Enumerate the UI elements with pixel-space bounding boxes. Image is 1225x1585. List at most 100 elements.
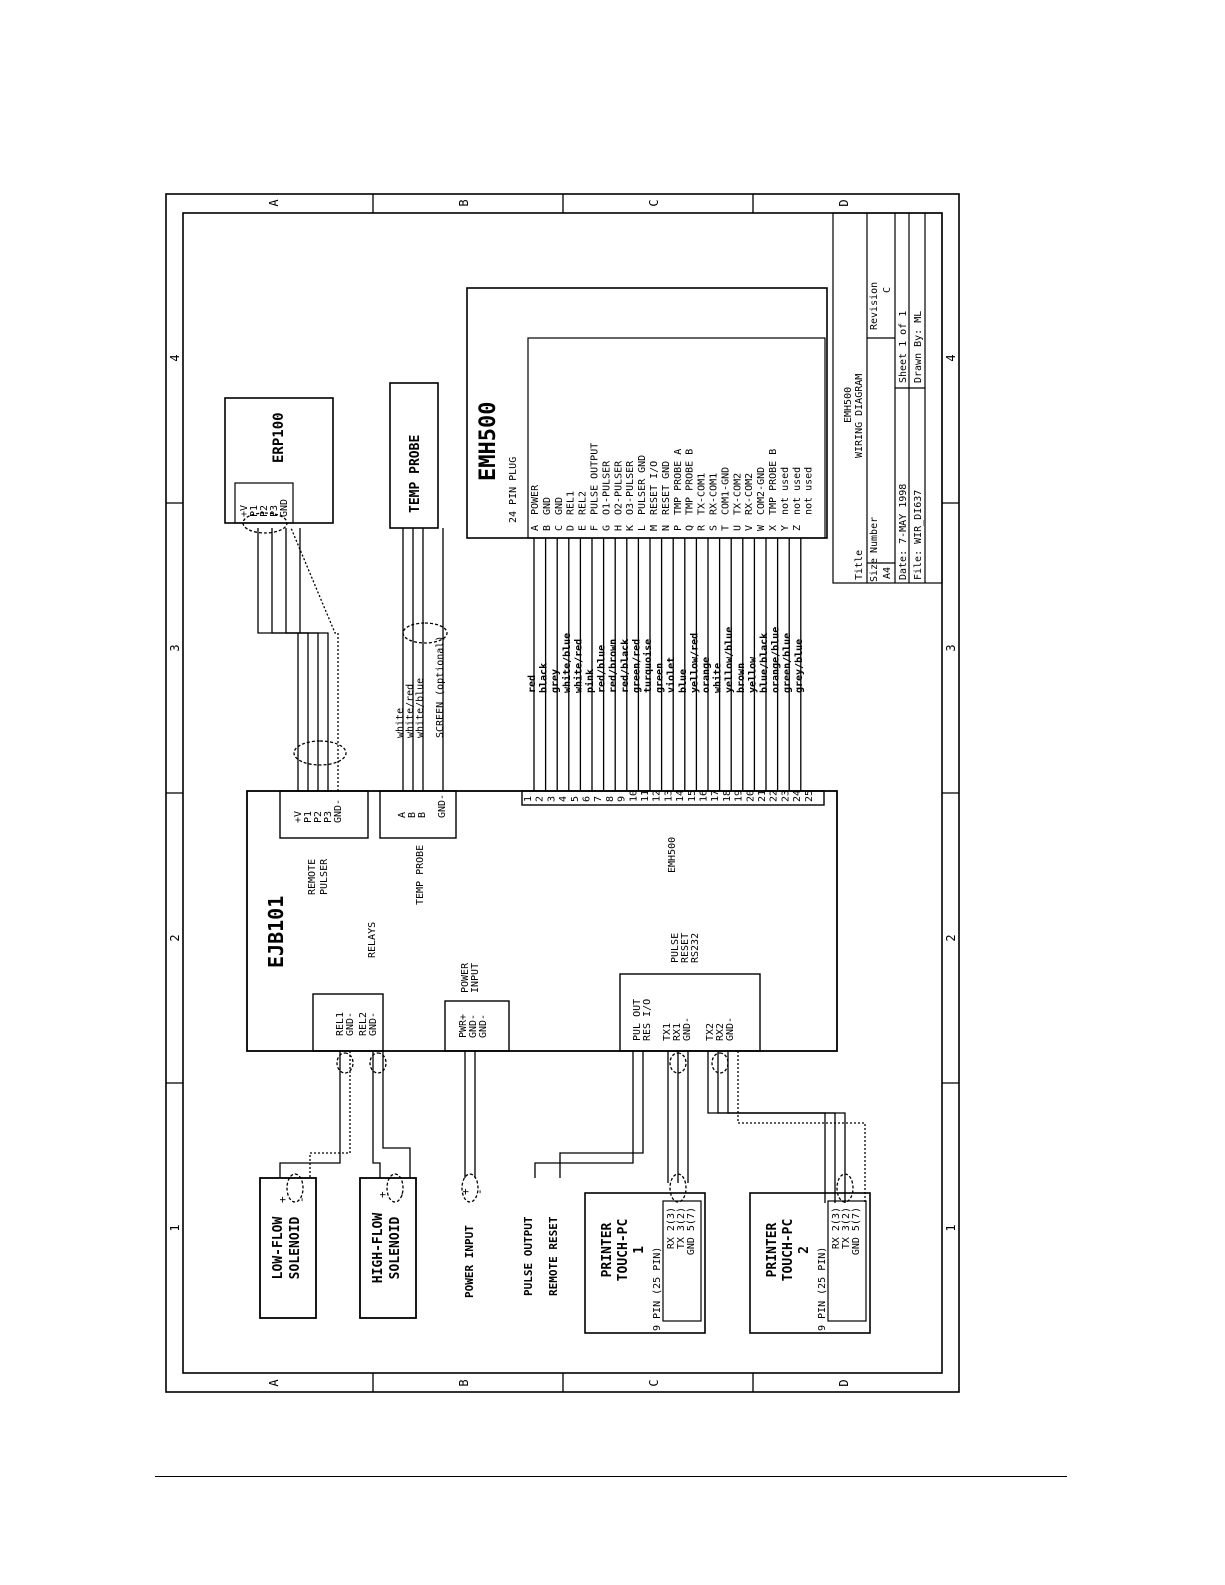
emh500-letter: V	[744, 525, 755, 531]
bundle-marker	[286, 1173, 304, 1203]
erp100-pin-p3: P3	[269, 505, 280, 517]
emh500-pin-21: 21	[757, 790, 768, 802]
bundle-marker	[669, 1052, 687, 1074]
wire-color-label: grey/blue	[794, 639, 805, 693]
wire-color-label: orange/blue	[771, 627, 782, 693]
emh500-signal: POWER	[530, 484, 541, 515]
emh500-pin-2: 2	[535, 796, 546, 802]
high-flow-line1: HIGH-FLOW	[371, 1213, 386, 1284]
emh500-signal: PULSE OUTPUT	[590, 443, 601, 515]
emh500-letter: T	[720, 525, 731, 531]
printer2-line3: 2	[797, 1246, 812, 1254]
wire	[372, 1051, 381, 1178]
wire-color-label: black	[539, 663, 550, 693]
revision-label: Revision	[869, 282, 880, 330]
rp-p1-pin: P1	[303, 811, 314, 823]
emh500-letter: R	[697, 524, 708, 531]
emh500-box-label: EMH500	[667, 837, 678, 873]
title-block	[832, 212, 943, 584]
emh500-signal: O3-PULSER	[625, 460, 636, 515]
rel1-pin: REL1	[335, 1012, 346, 1036]
bundle-marker	[369, 1052, 387, 1074]
high-flow-line2: SOLENOID	[388, 1217, 403, 1280]
emh500-letter: K	[625, 525, 636, 531]
wire-color-label: blue	[678, 669, 689, 693]
rp-p3-pin: P3	[323, 811, 334, 823]
zone-right-2: C	[647, 199, 661, 206]
wire	[290, 527, 339, 791]
number-label: Number	[869, 517, 880, 553]
erp100-pin-v: +V	[239, 505, 250, 517]
wire	[279, 1051, 341, 1178]
printer2-line2: TOUCH-PC	[781, 1219, 796, 1282]
emh500-pin-18: 18	[722, 790, 733, 802]
emh500-signal: GND	[542, 497, 553, 515]
bundle-marker	[836, 1173, 854, 1203]
probe-wire-labels: white white/red white/blue SCREEN (optio…	[395, 636, 446, 738]
zone-bottom-4: 4	[944, 354, 958, 361]
wire	[534, 1051, 634, 1178]
high-flow-plus: +	[376, 1191, 389, 1198]
low-flow-plus: +	[276, 1196, 289, 1203]
title-value: EMH500	[843, 387, 854, 423]
emh500-pin-13: 13	[663, 790, 674, 802]
res-io-pin: RES I/O	[642, 999, 653, 1041]
date-value: Date: 7-MAY 1998	[898, 484, 909, 580]
wire-color-label: white/blue	[561, 633, 573, 693]
wire-color-label: red/blue	[597, 645, 608, 693]
bundle-marker	[669, 1173, 687, 1203]
emh500-signal: TX-COM2	[732, 473, 743, 515]
emh500: EMH500 24 PIN PLUG	[466, 287, 828, 539]
wire	[271, 528, 309, 791]
gnd2-pin: GND-	[725, 1017, 736, 1041]
wire-color-label: yellow	[747, 656, 758, 693]
wire	[309, 1051, 351, 1178]
high-flow-minus: -	[395, 1191, 408, 1198]
title-subtitle: WIRING DIAGRAM	[854, 374, 865, 458]
emh500-signal: RX-COM1	[709, 473, 720, 515]
emh500-pin-3: 3	[546, 796, 557, 802]
zone-left-2: C	[647, 1379, 661, 1386]
power-input-minus: -	[473, 1188, 486, 1195]
drawn-value: Drawn By: ML	[913, 311, 924, 383]
emh500-pin-9: 9	[617, 796, 628, 802]
temp-probe-title: TEMP PROBE	[408, 435, 423, 513]
emh500-pin-23: 23	[780, 790, 791, 802]
bundle-marker	[336, 1052, 354, 1074]
pul-out-pin: PUL OUT	[632, 999, 643, 1041]
emh500-letter: U	[732, 525, 743, 531]
printer2-pin-gnd: GND 5(7)	[851, 1207, 862, 1255]
temp-probe: TEMP PROBE	[389, 382, 439, 529]
rel1-gnd-pin: GND-	[345, 1012, 356, 1036]
probe-wire-2: white/red	[405, 684, 416, 738]
zone-top-1: 1	[168, 1224, 182, 1231]
wire-color-label: green	[655, 663, 666, 693]
ejb101-box: EJB101 RELAYS REL1 GND- REL2 GND- POWER …	[246, 790, 838, 1052]
emh500-pin-24: 24	[792, 790, 803, 802]
printer1-pin-rx: RX 2(3)	[666, 1207, 677, 1249]
printer1-pin-tx: TX 3(2)	[676, 1207, 687, 1249]
wire-color-label: yellow/red	[689, 633, 700, 693]
zone-bottom-3: 3	[944, 644, 958, 651]
bundle-marker	[242, 512, 288, 534]
probe-wire-1: white	[395, 708, 406, 738]
emh500-pin-25: 25	[804, 790, 815, 802]
emh500-pin-15: 15	[687, 790, 698, 802]
emh500-signal: COM2-GND	[756, 467, 767, 515]
wire-color-label: orange	[701, 657, 712, 693]
remote-reset-label: REMOTE RESET	[547, 1216, 560, 1296]
printer-1: PRINTER TOUCH-PC 1 9 PIN (25 PIN) RX 2(3…	[584, 1192, 706, 1334]
bundle-marker	[711, 1052, 729, 1074]
emh500-letter: E	[578, 525, 589, 531]
pwr-gnd-pin2: GND-	[478, 1014, 489, 1038]
sheet-value: Sheet 1 of 1	[898, 311, 909, 383]
low-flow-solenoid: LOW-FLOW SOLENOID + -	[259, 1177, 317, 1319]
emh500-letter: L	[637, 525, 648, 531]
pwr-plus-pin: PWR+	[458, 1014, 469, 1038]
emh500-pin-1: 1	[523, 796, 534, 802]
ejb101-title: EJB101	[264, 896, 288, 968]
power-input-box-label1: POWER	[460, 962, 471, 993]
tp-a-pin: A	[397, 812, 408, 818]
